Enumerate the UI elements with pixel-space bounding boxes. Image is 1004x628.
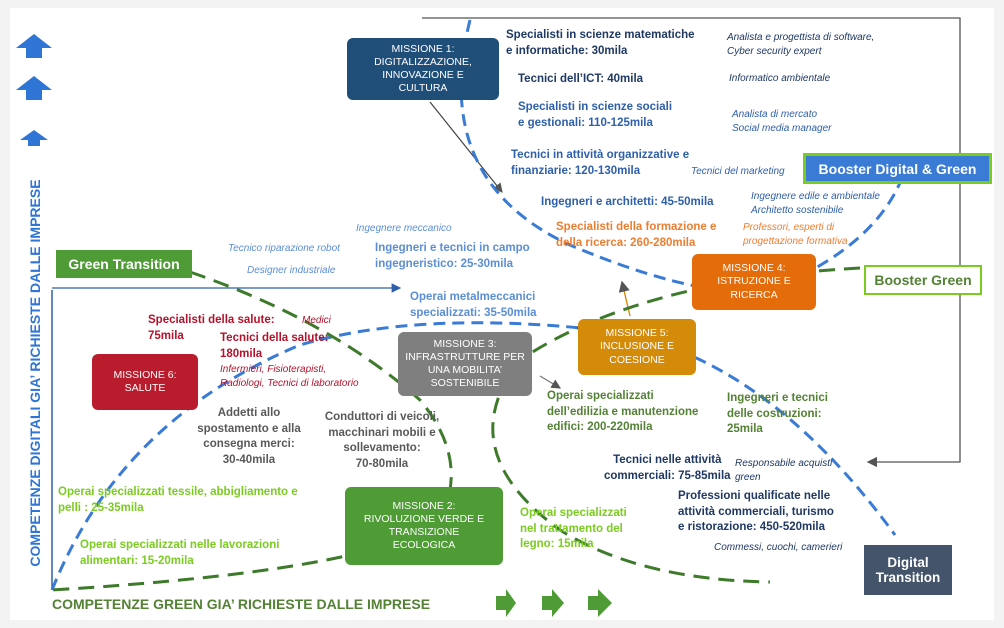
ingegneri-arch-roles: Ingegnere edile e ambientale Architetto … bbox=[751, 191, 880, 216]
green-dashed-curve-transition bbox=[51, 270, 453, 592]
arrow-m5-up bbox=[618, 280, 631, 317]
x-axis-label: COMPETENZE GREEN GIA’ RICHIESTE DALLE IM… bbox=[52, 596, 431, 612]
operai-metal-label: Operai metalmeccanici specializzati: 35-… bbox=[410, 291, 537, 319]
mission-4-box[interactable]: MISSIONE 4: ISTRUZIONE E RICERCA bbox=[692, 254, 816, 310]
tec-org-roles: Tecnici del marketing bbox=[691, 166, 785, 177]
spec-form-label: Specialisti della formazione e della ric… bbox=[556, 221, 717, 249]
mission-6-box[interactable]: MISSIONE 6: SALUTE bbox=[92, 354, 198, 410]
addetti-label: Addetti allo spostamento e alla consegna… bbox=[197, 407, 301, 466]
up-arrow-icon bbox=[16, 34, 52, 58]
blue-dashed-curve-digital bbox=[459, 19, 907, 294]
spec-soc-label: Specialisti in scienze sociali e gestion… bbox=[518, 101, 673, 129]
blue-dashed-curve-center bbox=[50, 321, 897, 591]
bracket-line bbox=[422, 17, 961, 468]
tec-ict-label: Tecnici dell’ICT: 40mila bbox=[518, 73, 644, 85]
operai-alim-label: Operai specializzati nelle lavorazioni a… bbox=[80, 539, 280, 567]
operai-edil-label: Operai specializzati dell’edilizia e man… bbox=[547, 390, 699, 434]
green-transition-tag: Green Transition bbox=[56, 250, 192, 278]
tec-salute-label: Tecnici della salute: 180mila bbox=[220, 332, 329, 360]
operai-legno-label: Operai specializzati nel trattamento del… bbox=[520, 507, 627, 551]
designer-role: Designer industriale bbox=[247, 265, 336, 276]
tec-org-label: Tecnici in attività organizzative e fina… bbox=[511, 149, 690, 177]
ing-tec-campo-label: Ingegneri e tecnici in campo ingegnerist… bbox=[375, 242, 530, 270]
booster-digital-green-tag: Booster Digital & Green bbox=[803, 153, 992, 184]
ing-costr-label: Ingegneri e tecnici delle costruzioni: 2… bbox=[727, 392, 828, 436]
digital-transition-tag: Digital Transition bbox=[864, 545, 952, 595]
right-arrow-icon bbox=[542, 589, 564, 617]
green-dashed-curve-booster bbox=[491, 266, 861, 584]
mission-1-box[interactable]: MISSIONE 1: DIGITALIZZAZIONE, INNOVAZION… bbox=[347, 38, 499, 100]
arrow-m1-m3 bbox=[429, 101, 503, 193]
tec-salute-roles: Infermieri, Fisioterapisti, Radiologi, T… bbox=[220, 364, 359, 389]
spec-form-roles: Professori, esperti di progettazione for… bbox=[743, 222, 848, 247]
operai-tessili-label: Operai specializzati tessile, abbigliame… bbox=[58, 486, 298, 514]
spec-soc-roles: Analista di mercato Social media manager bbox=[732, 109, 832, 134]
tec-ict-roles: Informatico ambientale bbox=[729, 73, 831, 84]
y-axis-label: COMPETENZE DIGITALI GIA’ RICHIESTE DALLE… bbox=[27, 179, 43, 567]
prof-qual-roles: Commessi, cuochi, camerieri bbox=[714, 542, 843, 553]
tec-comm-label: Tecnici nelle attività commerciali: 75-8… bbox=[604, 454, 731, 482]
medici-role: Medici bbox=[302, 315, 331, 326]
ing-mecc-role: Ingegnere meccanico bbox=[356, 223, 452, 234]
up-arrow-icon bbox=[16, 76, 52, 100]
right-arrow-icon bbox=[496, 589, 516, 617]
spec-mat-roles: Analista e progettista di software, Cybe… bbox=[727, 32, 875, 57]
mission-3-box[interactable]: MISSIONE 3: INFRASTRUTTURE PER UNA MOBIL… bbox=[398, 332, 532, 396]
resp-acq-role: Responsabile acquisti green bbox=[735, 458, 833, 483]
spec-mat-label: Specialisti in scienze matematiche e inf… bbox=[506, 29, 695, 57]
ingegneri-arch-label: Ingegneri e architetti: 45-50mila bbox=[541, 196, 714, 208]
mission-2-box[interactable]: MISSIONE 2: RIVOLUZIONE VERDE E TRANSIZI… bbox=[345, 487, 503, 565]
arrow-m3-right bbox=[539, 375, 562, 389]
right-arrow-icon bbox=[588, 589, 612, 617]
booster-green-tag: Booster Green bbox=[864, 265, 982, 295]
mission-5-box[interactable]: MISSIONE 5: INCLUSIONE E COESIONE bbox=[578, 319, 696, 375]
spec-salute-label: Specialisti della salute: 75mila bbox=[148, 314, 275, 342]
up-arrow-icon bbox=[20, 130, 48, 146]
conduttori-label: Conduttori di veicoli, macchinari mobili… bbox=[324, 411, 440, 470]
prof-qual-label: Professioni qualificate nelle attività c… bbox=[678, 490, 834, 534]
robot-role: Tecnico riparazione robot bbox=[228, 243, 340, 254]
